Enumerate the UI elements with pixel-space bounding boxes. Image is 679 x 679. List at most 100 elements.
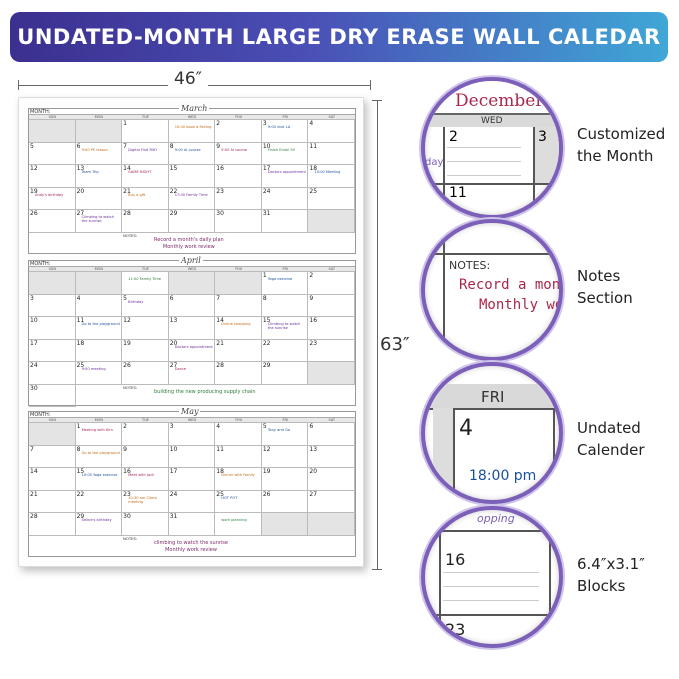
day-cell[interactable]: [75, 272, 123, 295]
day-cell[interactable]: 10:00 book a fishing: [168, 120, 216, 143]
day-cell[interactable]: 3: [29, 294, 76, 317]
day-cell[interactable]: 27: [308, 490, 355, 513]
day-cell[interactable]: 26: [122, 362, 169, 385]
day-cell[interactable]: 11:00 Family Time: [122, 272, 169, 295]
day-cell[interactable]: [168, 272, 216, 295]
day-cell[interactable]: 20: [75, 187, 123, 210]
day-cell[interactable]: [308, 210, 355, 233]
day-cell[interactable]: 13: [168, 317, 216, 340]
day-cell[interactable]: 19: [261, 468, 309, 491]
day-cell[interactable]: 21: [29, 490, 76, 513]
day-cell[interactable]: 28: [29, 513, 76, 536]
day-cell[interactable]: 28: [215, 362, 262, 385]
day-cell[interactable]: 10: [29, 317, 76, 340]
day-cell[interactable]: 17: [29, 339, 76, 362]
day-cell[interactable]: 26: [29, 210, 76, 233]
day-cell[interactable]: 24: [168, 490, 216, 513]
day-cell[interactable]: 30: [215, 210, 262, 233]
day-cell[interactable]: 24: [261, 187, 309, 210]
day-cell[interactable]: 25: [308, 187, 355, 210]
day-cell[interactable]: [29, 120, 76, 143]
day-cell[interactable]: 21: [215, 339, 262, 362]
day-cell[interactable]: 2: [308, 272, 355, 295]
day-cell[interactable]: 15: [168, 165, 216, 188]
day-cell[interactable]: 4: [308, 120, 355, 143]
day-cell[interactable]: 1: [122, 120, 169, 143]
day-cell[interactable]: 16: [215, 165, 262, 188]
day-cell[interactable]: [308, 513, 355, 536]
day-cell[interactable]: [29, 272, 76, 295]
day-cell[interactable]: 4: [215, 423, 262, 446]
day-cell[interactable]: 19: [122, 339, 169, 362]
day-cell[interactable]: 30: [29, 384, 76, 407]
day-cell[interactable]: 6: [308, 423, 355, 446]
day-cell[interactable]: 7: [29, 445, 76, 468]
day-cell[interactable]: 16: [308, 317, 355, 340]
day-cell[interactable]: 12: [29, 165, 76, 188]
day-cell[interactable]: 30: [122, 513, 169, 536]
day-cell[interactable]: [308, 362, 355, 385]
day-cell[interactable]: 17: [168, 468, 216, 491]
day-cell[interactable]: 12: [122, 317, 169, 340]
day-cell[interactable]: 2: [122, 423, 169, 446]
day-cell[interactable]: 11: [308, 142, 355, 165]
day-cell[interactable]: 26: [261, 490, 309, 513]
day-cell[interactable]: 31: [168, 513, 216, 536]
day-cell[interactable]: [215, 272, 262, 295]
day-cell[interactable]: 12: [261, 445, 309, 468]
day-cell[interactable]: work planning: [215, 513, 262, 536]
day-cell[interactable]: 11: [215, 445, 262, 468]
day-cell[interactable]: 2: [215, 120, 262, 143]
day-cell[interactable]: 4: [75, 294, 123, 317]
day-cell[interactable]: 22: [75, 490, 123, 513]
day-cell[interactable]: 13: [308, 445, 355, 468]
day-cell[interactable]: 8: [261, 294, 309, 317]
day-cell[interactable]: [29, 423, 76, 446]
day-cell[interactable]: 5: [29, 142, 76, 165]
day-cell[interactable]: 29: [261, 362, 309, 385]
day-cell[interactable]: 31: [261, 210, 309, 233]
day-cell[interactable]: [261, 513, 309, 536]
day-cell[interactable]: 22: [261, 339, 309, 362]
day-cell[interactable]: 29: [168, 210, 216, 233]
day-cell[interactable]: 9: [308, 294, 355, 317]
day-cell[interactable]: 28: [122, 210, 169, 233]
day-cell[interactable]: [75, 120, 123, 143]
day-cell[interactable]: 9: [122, 445, 169, 468]
day-cell[interactable]: 20: [308, 468, 355, 491]
day-cell[interactable]: 6: [168, 294, 216, 317]
day-cell[interactable]: 3: [168, 423, 216, 446]
day-cell[interactable]: 14: [29, 468, 76, 491]
day-cell[interactable]: 7: [215, 294, 262, 317]
